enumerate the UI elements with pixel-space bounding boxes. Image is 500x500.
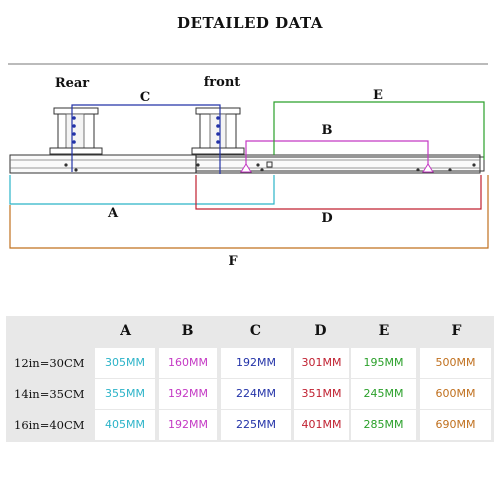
header-f: F (451, 323, 462, 339)
rear-bracket (49, 107, 103, 155)
table-row: 12in=30CM 305MM 160MM 192MM 301MM 195MM … (6, 348, 494, 378)
table-row: 14in=35CM 355MM 192MM 224MM 351MM 245MM … (6, 379, 494, 409)
front-label: front (204, 75, 241, 90)
header-b: B (181, 323, 194, 339)
value-d: 351MM (294, 379, 349, 409)
dimension-a-line (9, 175, 275, 205)
dimension-d-line (195, 175, 482, 210)
header-c: C (249, 323, 262, 339)
front-bracket (191, 107, 245, 155)
dimension-e-line (273, 101, 485, 160)
page-title: DETAILED DATA (177, 14, 323, 32)
row-size-label: 14in=35CM (14, 387, 85, 401)
value-d: 401MM (294, 410, 349, 440)
dimension-c-label: C (140, 90, 150, 105)
dimension-a-label: A (107, 206, 119, 221)
value-b: 192MM (159, 410, 217, 440)
dimension-b-line (245, 140, 429, 168)
value-f: 500MM (420, 348, 491, 378)
dimension-f-line (9, 175, 489, 249)
value-e: 245MM (351, 379, 416, 409)
value-b: 160MM (159, 348, 217, 378)
header-d: D (314, 323, 327, 339)
value-e: 285MM (351, 410, 416, 440)
dimension-e-label: E (373, 88, 383, 103)
spec-table: A B C D E F 12in=30CM 305MM 160MM 192MM … (6, 316, 494, 442)
slide-diagram: Rear front C E B A D F (8, 63, 489, 269)
dimension-c-line (71, 104, 221, 174)
value-a: 355MM (95, 379, 155, 409)
value-b: 192MM (159, 379, 217, 409)
value-a: 405MM (95, 410, 155, 440)
value-c: 192MM (221, 348, 291, 378)
rear-label: Rear (55, 76, 89, 91)
value-f: 600MM (420, 379, 491, 409)
value-c: 224MM (221, 379, 291, 409)
dimension-b-label: B (322, 123, 333, 138)
dimension-f-label: F (228, 254, 238, 269)
dimension-d-label: D (321, 211, 332, 226)
value-a: 305MM (95, 348, 155, 378)
value-f: 690MM (420, 410, 491, 440)
value-c: 225MM (221, 410, 291, 440)
table-row: 16in=40CM 405MM 192MM 225MM 401MM 285MM … (6, 410, 494, 440)
row-size-label: 12in=30CM (14, 356, 85, 370)
row-size-label: 16in=40CM (14, 418, 85, 432)
header-a: A (120, 323, 131, 339)
value-d: 301MM (294, 348, 349, 378)
header-e: E (378, 323, 390, 339)
table-header-row: A B C D E F (6, 316, 494, 346)
value-e: 195MM (351, 348, 416, 378)
